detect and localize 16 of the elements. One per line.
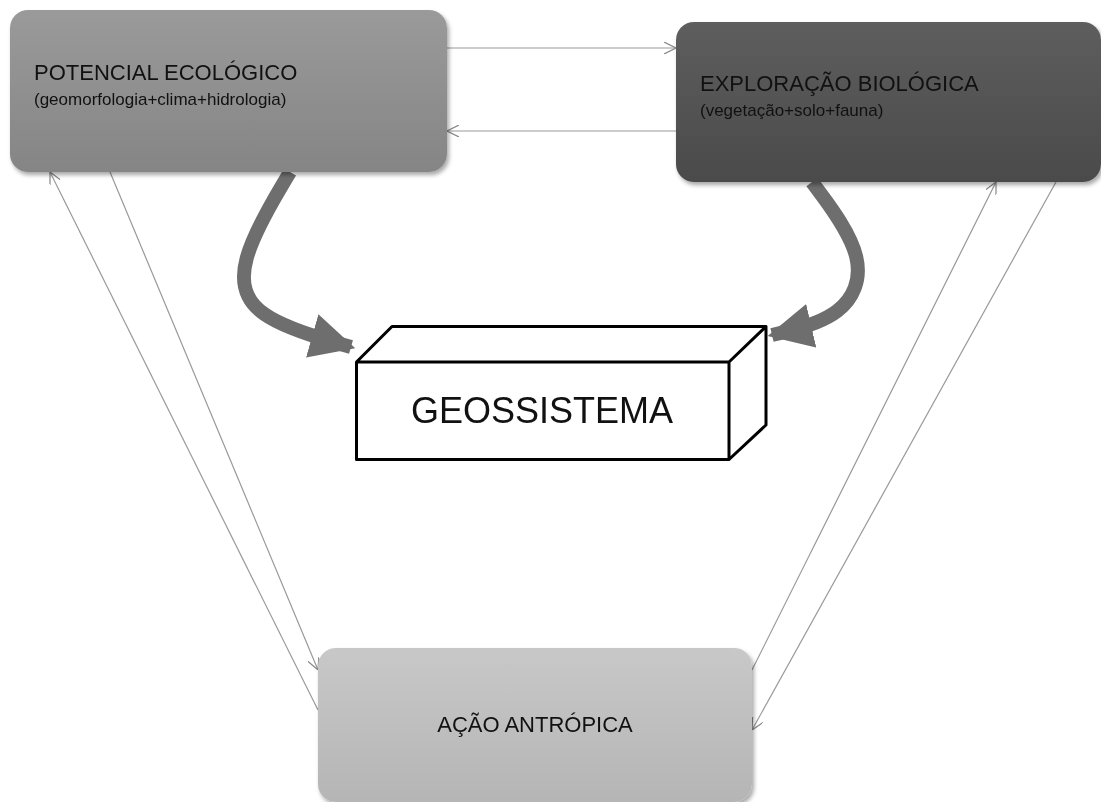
process-box [10,10,447,172]
node-label: GEOSSISTEMA [410,390,674,432]
node-label: EXPLORAÇÃO BIOLÓGICA [700,71,979,97]
arrow [446,124,677,138]
node-subtitle: (geomorfologia+clima+hidrologia) [34,90,287,110]
arrow [446,41,677,55]
arrow [751,181,997,671]
node-label: POTENCIAL ECOLÓGICO [34,60,298,86]
node-subtitle: (vegetação+solo+fauna) [700,101,884,121]
arrow [49,171,319,711]
arrow [751,181,1057,731]
node-label: AÇÃO ANTRÓPICA [437,712,633,738]
process-box [676,22,1101,182]
cube-shape [355,325,768,461]
arrow [109,171,320,671]
process-box [318,648,752,802]
